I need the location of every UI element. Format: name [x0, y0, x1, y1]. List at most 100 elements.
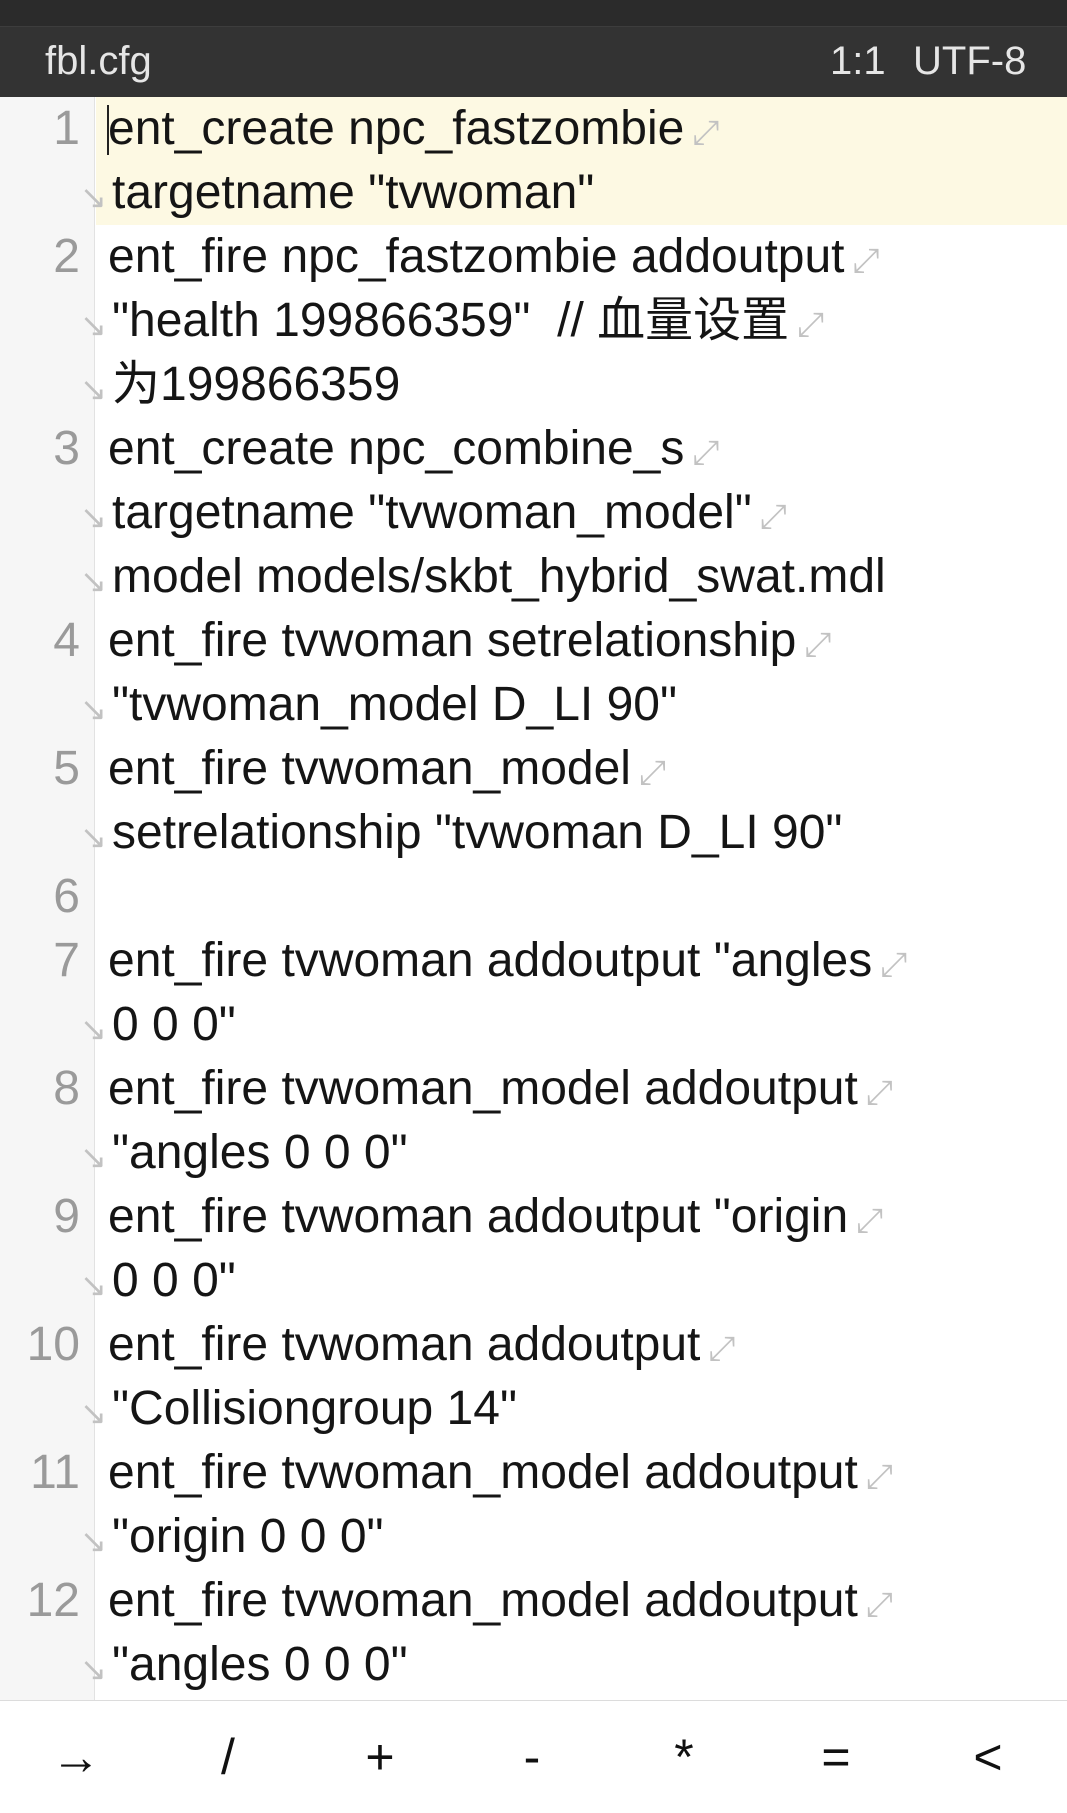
code-text: "angles 0 0 0" — [112, 1126, 408, 1179]
code-text: targetname "tvwoman" — [112, 166, 595, 219]
line-number: 10 — [26, 1318, 80, 1371]
code-text: "tvwoman_model D_LI 90" — [112, 678, 678, 731]
wrap-continue-icon: ↘ — [80, 563, 107, 599]
wrap-continue-icon: ↘ — [80, 819, 107, 855]
code-text: ent_fire tvwoman addoutput "angles — [108, 934, 873, 987]
line-number: 2 — [53, 230, 80, 283]
status-bar — [0, 0, 1067, 26]
symbol-key[interactable]: < — [973, 1729, 1003, 1785]
code-line[interactable]: ent_fire tvwoman_model⤢ — [108, 737, 666, 805]
code-line[interactable]: ent_fire tvwoman_model addoutput⤢ — [108, 1441, 893, 1509]
code-text: ent_create npc_fastzombie — [108, 102, 685, 155]
wrap-break-icon: ⤢ — [759, 498, 787, 536]
line-number: 6 — [53, 870, 80, 923]
wrap-continue-icon: ↘ — [80, 1139, 107, 1175]
wrap-break-icon: ⤢ — [708, 1330, 736, 1368]
text-cursor — [107, 105, 109, 155]
code-text: ent_create npc_combine_s — [108, 422, 685, 475]
symbol-key[interactable]: - — [523, 1729, 541, 1785]
line-number: 11 — [30, 1446, 80, 1499]
code-text: targetname "tvwoman_model" — [112, 486, 752, 539]
code-line[interactable]: ent_fire tvwoman addoutput⤢ — [108, 1313, 736, 1381]
wrap-continue-icon: ↘ — [80, 1651, 107, 1687]
code-text: ent_fire tvwoman_model addoutput — [108, 1574, 858, 1627]
code-text: ent_fire tvwoman addoutput — [108, 1318, 701, 1371]
code-text: 0 0 0" — [112, 998, 236, 1051]
code-line[interactable]: ↘为199866359 — [80, 353, 401, 421]
current-line-highlight — [96, 97, 1067, 225]
wrap-continue-icon: ↘ — [80, 1395, 107, 1431]
line-number: 5 — [53, 742, 80, 795]
code-line[interactable]: ent_fire tvwoman addoutput "angles⤢ — [108, 929, 907, 997]
code-line[interactable]: ↘"origin 0 0 0" — [80, 1505, 384, 1573]
code-line[interactable]: ↘targetname "tvwoman" — [80, 161, 595, 229]
line-number-gutter — [0, 97, 95, 1700]
symbol-key[interactable]: = — [821, 1729, 851, 1785]
code-text: "angles 0 0 0" — [112, 1638, 408, 1691]
symbol-key[interactable]: / — [221, 1729, 235, 1785]
code-text: ent_fire tvwoman addoutput "origin — [108, 1190, 849, 1243]
line-number: 8 — [53, 1062, 80, 1115]
wrap-continue-icon: ↘ — [80, 1523, 107, 1559]
code-line[interactable]: ent_fire tvwoman addoutput "origin⤢ — [108, 1185, 883, 1253]
code-text: ent_fire tvwoman setrelationship — [108, 614, 797, 667]
code-line[interactable]: ent_create npc_combine_s⤢ — [108, 417, 720, 485]
code-text: ent_fire npc_fastzombie addoutput — [108, 230, 845, 283]
line-number: 1 — [53, 102, 80, 155]
code-line[interactable]: ↘"angles 0 0 0" — [80, 1633, 408, 1700]
code-line[interactable]: ↘model models/skbt_hybrid_swat.mdl — [80, 545, 886, 613]
wrap-break-icon: ⤢ — [852, 242, 880, 280]
code-line[interactable]: ↘0 0 0" — [80, 1249, 236, 1317]
symbol-key-bar: → / + - * = < — [0, 1700, 1067, 1812]
code-text: model models/skbt_hybrid_swat.mdl — [112, 550, 886, 603]
code-line[interactable]: ↘"health 199866359" // 血量设置⤢ — [80, 289, 825, 357]
code-line[interactable]: ↘"Collisiongroup 14" — [80, 1377, 517, 1445]
symbol-key[interactable]: * — [674, 1729, 694, 1785]
cursor-position[interactable]: 1:1 — [830, 39, 886, 83]
code-text: ent_fire tvwoman_model — [108, 742, 631, 795]
wrap-continue-icon: ↘ — [80, 691, 107, 727]
code-line[interactable]: ent_fire npc_fastzombie addoutput⤢ — [108, 225, 880, 293]
wrap-break-icon: ⤢ — [692, 114, 720, 152]
symbol-key[interactable]: → — [51, 1729, 101, 1785]
code-line[interactable]: ent_fire tvwoman_model addoutput⤢ — [108, 1057, 893, 1125]
line-number: 7 — [53, 934, 80, 987]
wrap-break-icon: ⤢ — [865, 1586, 894, 1624]
code-line[interactable]: ↘0 0 0" — [80, 993, 236, 1061]
line-number: 9 — [53, 1190, 80, 1243]
code-text: ent_fire tvwoman_model addoutput — [108, 1062, 858, 1115]
wrap-break-icon: ⤢ — [865, 1074, 894, 1112]
code-line[interactable]: ent_fire tvwoman setrelationship⤢ — [108, 609, 832, 677]
code-text: 为199866359 — [112, 358, 401, 411]
code-text: ent_fire tvwoman_model addoutput — [108, 1446, 858, 1499]
wrap-continue-icon: ↘ — [80, 1011, 107, 1047]
line-number: 3 — [53, 422, 80, 475]
wrap-break-icon: ⤢ — [804, 626, 832, 664]
code-line[interactable]: ↘targetname "tvwoman_model"⤢ — [80, 481, 787, 549]
wrap-break-icon: ⤢ — [880, 946, 908, 984]
line-number: 12 — [26, 1574, 80, 1627]
symbol-key[interactable]: + — [365, 1729, 395, 1785]
wrap-break-icon: ⤢ — [856, 1202, 884, 1240]
wrap-continue-icon: ↘ — [80, 371, 107, 407]
wrap-break-icon: ⤢ — [797, 306, 825, 344]
code-line[interactable]: ↘"tvwoman_model D_LI 90" — [80, 673, 678, 741]
file-encoding[interactable]: UTF-8 — [913, 39, 1027, 83]
wrap-break-icon: ⤢ — [638, 754, 667, 792]
code-line[interactable]: ent_create npc_fastzombie⤢ — [108, 97, 720, 165]
code-text: "origin 0 0 0" — [112, 1510, 384, 1563]
wrap-break-icon: ⤢ — [865, 1458, 894, 1496]
line-number: 4 — [53, 614, 80, 667]
editor-title-bar: fbl.cfg 1:1 UTF-8 — [0, 26, 1067, 97]
code-line[interactable]: ↘setrelationship "tvwoman D_LI 90" — [80, 801, 843, 869]
code-text: setrelationship "tvwoman D_LI 90" — [112, 806, 843, 859]
code-line[interactable]: ↘"angles 0 0 0" — [80, 1121, 408, 1189]
wrap-continue-icon: ↘ — [80, 1267, 107, 1303]
code-text: "health 199866359" // 血量设置 — [112, 294, 790, 347]
wrap-continue-icon: ↘ — [80, 499, 107, 535]
wrap-continue-icon: ↘ — [80, 307, 107, 343]
code-line[interactable]: ent_fire tvwoman_model addoutput⤢ — [108, 1569, 893, 1637]
wrap-break-icon: ⤢ — [692, 434, 720, 472]
file-name[interactable]: fbl.cfg — [45, 39, 152, 83]
